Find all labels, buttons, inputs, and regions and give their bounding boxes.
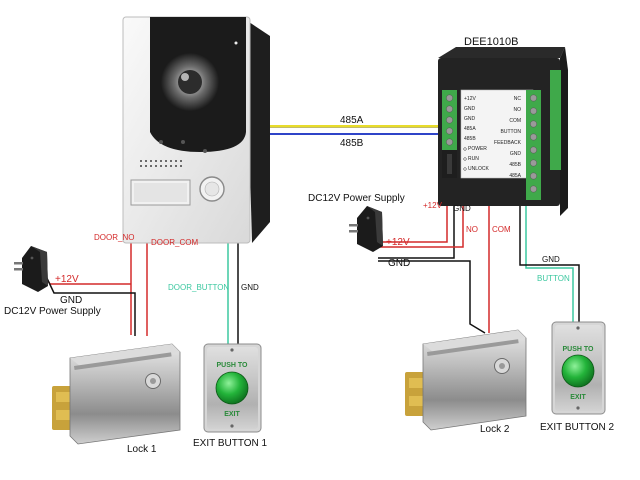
terminal-label: 485B [464,136,476,142]
right-no-label: NO [466,225,478,234]
right-button-wire [525,204,574,322]
exit-button-2-device[interactable]: PUSH TO EXIT [551,321,606,415]
right-gnd-button-wire [519,204,580,322]
terminal-label: GND [464,106,476,112]
terminal-label: COM [509,118,521,124]
terminal-label: 485A [509,173,521,179]
left-power-adapter [14,246,48,292]
decoder-title: DEE1010B [464,36,518,48]
left-gnd-button-label: GND [241,283,259,292]
right-power-adapter [349,206,383,252]
decoder-terminals-right: NC NO COM BUTTON FEEDBACK GND 485B 485A [494,96,522,179]
right-gnd-button-label: GND [542,255,560,264]
decoder-label-panel [460,89,534,179]
right-plus12v-top-wire [378,204,448,243]
right-com-label: COM [492,225,511,234]
exit-button-2-green[interactable] [561,354,595,388]
decoder-module: DEE1010B +12V GND GND 485A 485B [438,36,568,216]
exit-button-2-push-label: PUSH TO [563,346,595,353]
exit-button-1-exit-label: EXIT [224,411,240,418]
exit-button-1-label: EXIT BUTTON 1 [193,438,268,449]
left-psu-label: DC12V Power Supply [4,306,101,317]
left-door-button-label: DOOR_BUTTON [168,283,229,292]
bus-485a-label: 485A [340,115,364,126]
terminal-label: 485A [464,126,476,132]
right-plus12v-label: +12V [386,237,410,248]
right-plus12v-top-label: +12V [423,201,443,210]
right-button-label: BUTTON [537,274,570,283]
terminal-label: RUN [468,156,479,162]
terminal-label: NC [514,96,522,102]
right-psu-label: DC12V Power Supply [308,193,405,204]
terminal-label: GND [510,151,522,157]
door-station-device [122,16,270,244]
right-gnd-label: GND [388,258,410,269]
left-door-no-label: DOOR_NO [94,233,134,242]
diagram-labels: 485A 485B DOOR_NO DOOR_COM DOOR_BUTTON G… [4,115,615,455]
lock-2-label: Lock 2 [480,424,510,435]
exit-button-2-label: EXIT BUTTON 2 [540,422,615,433]
lock-1-device [52,343,181,445]
exit-button-2-exit-label: EXIT [570,394,586,401]
bus-485b-label: 485B [340,138,364,149]
left-door-com-label: DOOR_COM [151,238,198,247]
status-led-icon [181,140,185,144]
speaker-grille-icon [140,160,182,167]
lock-2-device [405,329,527,431]
right-terminal-block [526,90,541,200]
terminal-label: POWER [468,146,487,152]
exit-button-1-device[interactable]: PUSH TO EXIT [203,343,262,433]
exit-button-1-green[interactable] [215,371,249,405]
exit-button-1-push-label: PUSH TO [217,362,249,369]
right-no-wire [378,204,464,248]
left-gnd-wire [43,271,136,336]
left-plus12v-label: +12V [55,274,79,285]
right-gnd-top-label: GND [453,204,471,213]
status-led-icon [203,149,207,153]
terminal-label: 485B [509,162,521,168]
terminal-label: GND [464,116,476,122]
terminal-label: FEEDBACK [494,140,522,146]
right-gnd-lock-wire [378,260,486,334]
left-plus12v-wire [39,267,131,285]
terminal-label: +12V [464,96,476,102]
status-led-icon [159,140,163,144]
lock-1-label: Lock 1 [127,444,157,455]
terminal-label: BUTTON [501,129,522,135]
left-gnd-label: GND [60,295,82,306]
terminal-label: NO [514,107,522,113]
decoder-terminals-left: +12V GND GND 485A 485B POWER RUN UNLOCK [463,96,490,172]
right-gnd-top-wire [378,204,455,259]
terminal-label: UNLOCK [468,166,490,172]
